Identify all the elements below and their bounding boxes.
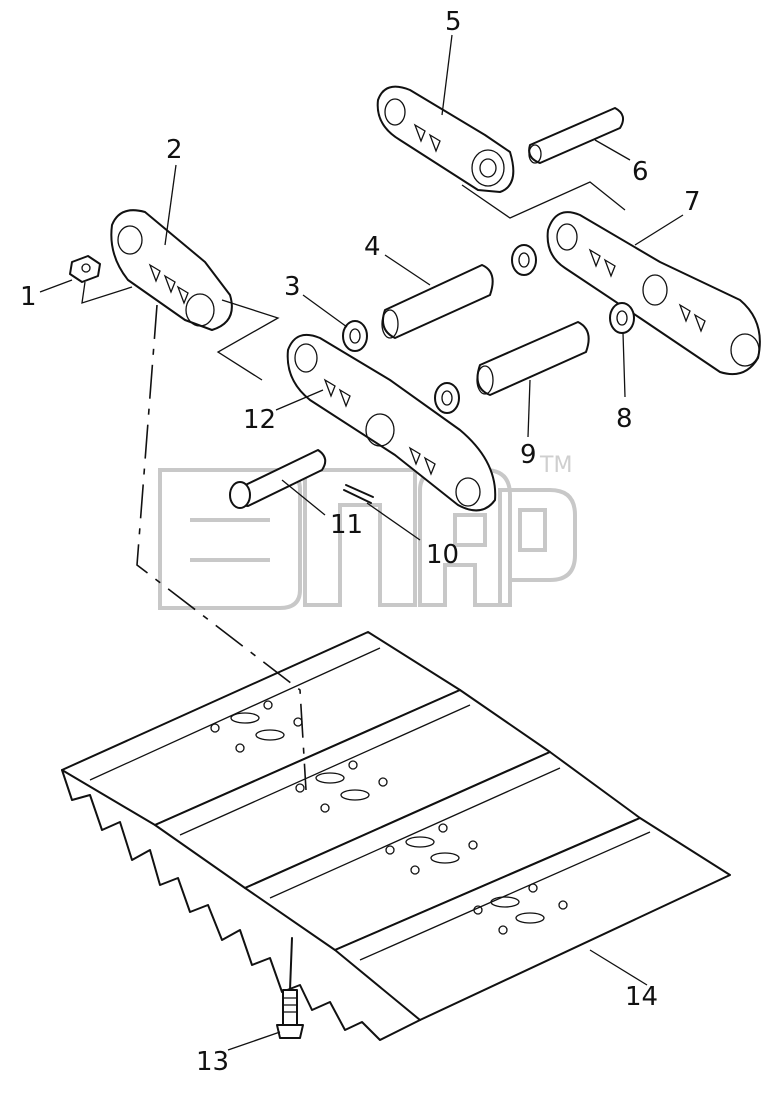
callout-11: 11 [330, 510, 363, 540]
callout-5: 5 [445, 7, 462, 37]
seal-ring-part-8 [609, 302, 635, 334]
alignment-dashed-line [136, 304, 307, 791]
callout-12: 12 [243, 405, 276, 435]
pin-part-6 [528, 107, 625, 164]
nut-part-1 [69, 255, 133, 304]
master-pin-part-11 [229, 449, 327, 509]
bushing-part-4 [381, 264, 494, 339]
track-shoes-part-14 [61, 631, 731, 1041]
leader-lines [39, 34, 684, 1051]
seal-ring-lower [434, 382, 460, 414]
callout-13: 13 [196, 1047, 229, 1077]
callout-labels: 1 2 3 4 5 6 7 8 9 10 11 12 13 14 [20, 7, 701, 1077]
callout-2: 2 [166, 135, 183, 165]
trademark-label: TM [539, 453, 572, 478]
callout-7: 7 [684, 187, 701, 217]
bushing-part-9 [476, 321, 590, 396]
callout-10: 10 [426, 540, 459, 570]
callout-6: 6 [632, 157, 649, 187]
track-link-part-7 [546, 211, 761, 376]
callout-1: 1 [20, 282, 37, 312]
spring-pin-part-10 [343, 484, 374, 504]
watermark-logo: TM [158, 453, 577, 610]
callout-4: 4 [364, 232, 381, 262]
callout-8: 8 [616, 404, 633, 434]
track-link-part-2 [110, 209, 233, 331]
link-pair-bracket-top [461, 181, 626, 219]
seal-ring-upper [511, 244, 537, 276]
master-link-part-12 [286, 334, 497, 512]
callout-9: 9 [520, 440, 537, 470]
track-link-part-5 [376, 85, 515, 193]
bolt-part-13 [276, 937, 304, 1039]
callout-3: 3 [284, 272, 301, 302]
seal-ring-part-3 [342, 320, 368, 352]
link-pair-bracket-left [216, 299, 280, 381]
callout-14: 14 [625, 982, 658, 1012]
